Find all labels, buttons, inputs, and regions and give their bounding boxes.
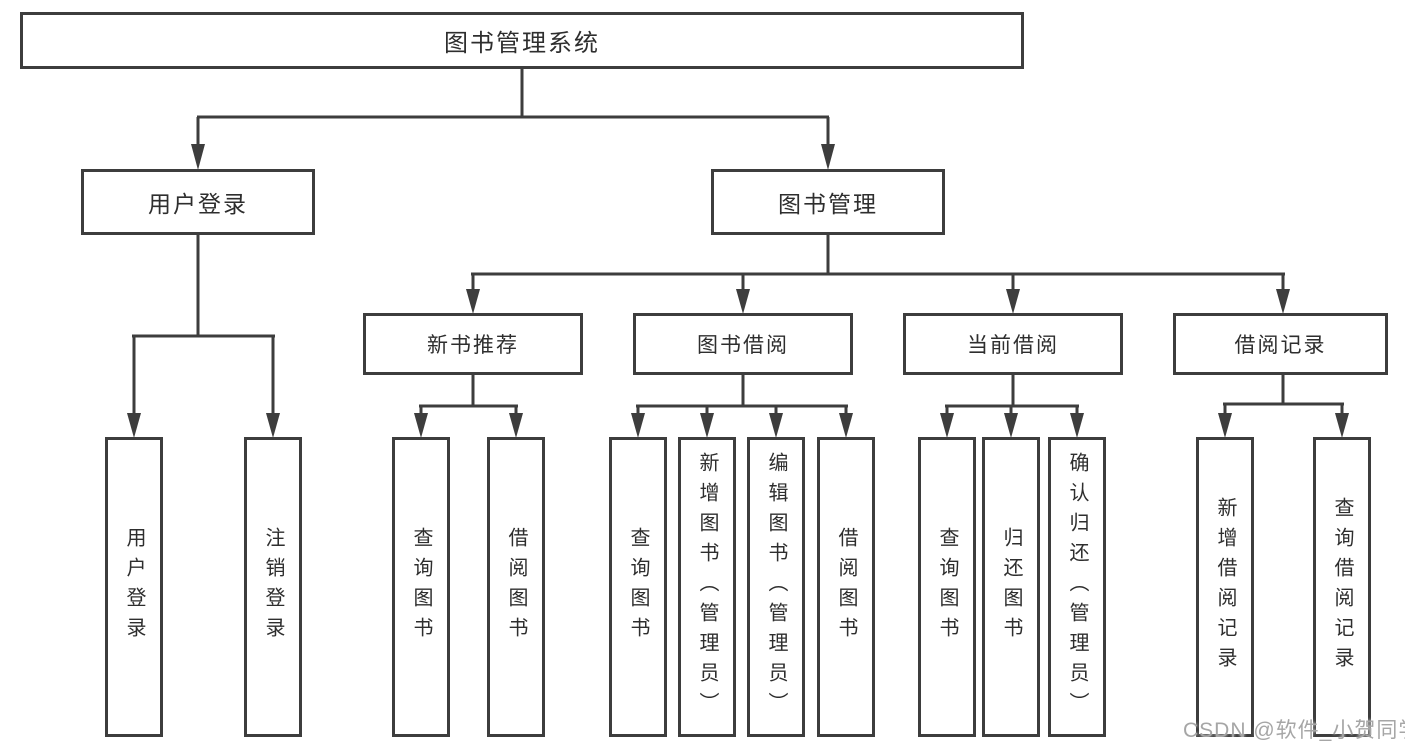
node-leaf-user-login: 用户登录 — [105, 437, 163, 737]
node-user-login-label: 用户登录 — [148, 191, 248, 217]
node-leaf-logout: 注销登录 — [244, 437, 302, 737]
node-leaf-confirm-return-admin-label: 确认归还（管理员） — [1066, 452, 1088, 722]
node-leaf-borrow-books-borrowing-label: 借阅图书 — [835, 527, 857, 647]
node-leaf-logout-label: 注销登录 — [262, 527, 284, 647]
node-book-borrowing-label: 图书借阅 — [697, 334, 789, 357]
arrowheads — [127, 144, 1349, 438]
node-leaf-confirm-return-admin: 确认归还（管理员） — [1048, 437, 1106, 737]
node-book-management-label: 图书管理 — [778, 191, 878, 217]
node-leaf-query-books-current-label: 查询图书 — [936, 527, 958, 647]
node-borrowing-records: 借阅记录 — [1173, 313, 1388, 375]
node-leaf-add-book-admin: 新增图书（管理员） — [678, 437, 736, 737]
node-book-borrowing: 图书借阅 — [633, 313, 853, 375]
node-leaf-edit-book-admin-label: 编辑图书（管理员） — [765, 452, 787, 722]
node-current-borrowing: 当前借阅 — [903, 313, 1123, 375]
node-leaf-query-books-recommend: 查询图书 — [392, 437, 450, 737]
node-root-label: 图书管理系统 — [444, 30, 600, 57]
node-book-management: 图书管理 — [711, 169, 945, 235]
node-borrowing-records-label: 借阅记录 — [1234, 334, 1327, 357]
node-user-login: 用户登录 — [81, 169, 315, 235]
node-leaf-borrow-books-borrowing: 借阅图书 — [817, 437, 875, 737]
node-leaf-add-borrow-record: 新增借阅记录 — [1196, 437, 1254, 737]
node-root: 图书管理系统 — [20, 12, 1024, 69]
node-leaf-query-borrow-record-label: 查询借阅记录 — [1331, 497, 1353, 677]
node-current-borrowing-label: 当前借阅 — [967, 334, 1059, 357]
node-leaf-query-borrow-record: 查询借阅记录 — [1313, 437, 1371, 737]
node-leaf-query-books-recommend-label: 查询图书 — [410, 527, 432, 647]
node-leaf-borrow-books-recommend-label: 借阅图书 — [505, 527, 527, 647]
node-new-book-recommend: 新书推荐 — [363, 313, 583, 375]
node-leaf-query-books-borrowing: 查询图书 — [609, 437, 667, 737]
node-leaf-edit-book-admin: 编辑图书（管理员） — [747, 437, 805, 737]
node-new-book-recommend-label: 新书推荐 — [427, 334, 519, 357]
csdn-watermark: CSDN @软件_小贺同学 — [1183, 719, 1405, 742]
node-leaf-add-book-admin-label: 新增图书（管理员） — [696, 452, 718, 722]
node-leaf-add-borrow-record-label: 新增借阅记录 — [1214, 497, 1236, 677]
node-leaf-return-books: 归还图书 — [982, 437, 1040, 737]
node-leaf-borrow-books-recommend: 借阅图书 — [487, 437, 545, 737]
node-leaf-user-login-label: 用户登录 — [123, 527, 145, 647]
node-leaf-query-books-current: 查询图书 — [918, 437, 976, 737]
node-leaf-query-books-borrowing-label: 查询图书 — [627, 527, 649, 647]
node-leaf-return-books-label: 归还图书 — [1000, 527, 1022, 647]
